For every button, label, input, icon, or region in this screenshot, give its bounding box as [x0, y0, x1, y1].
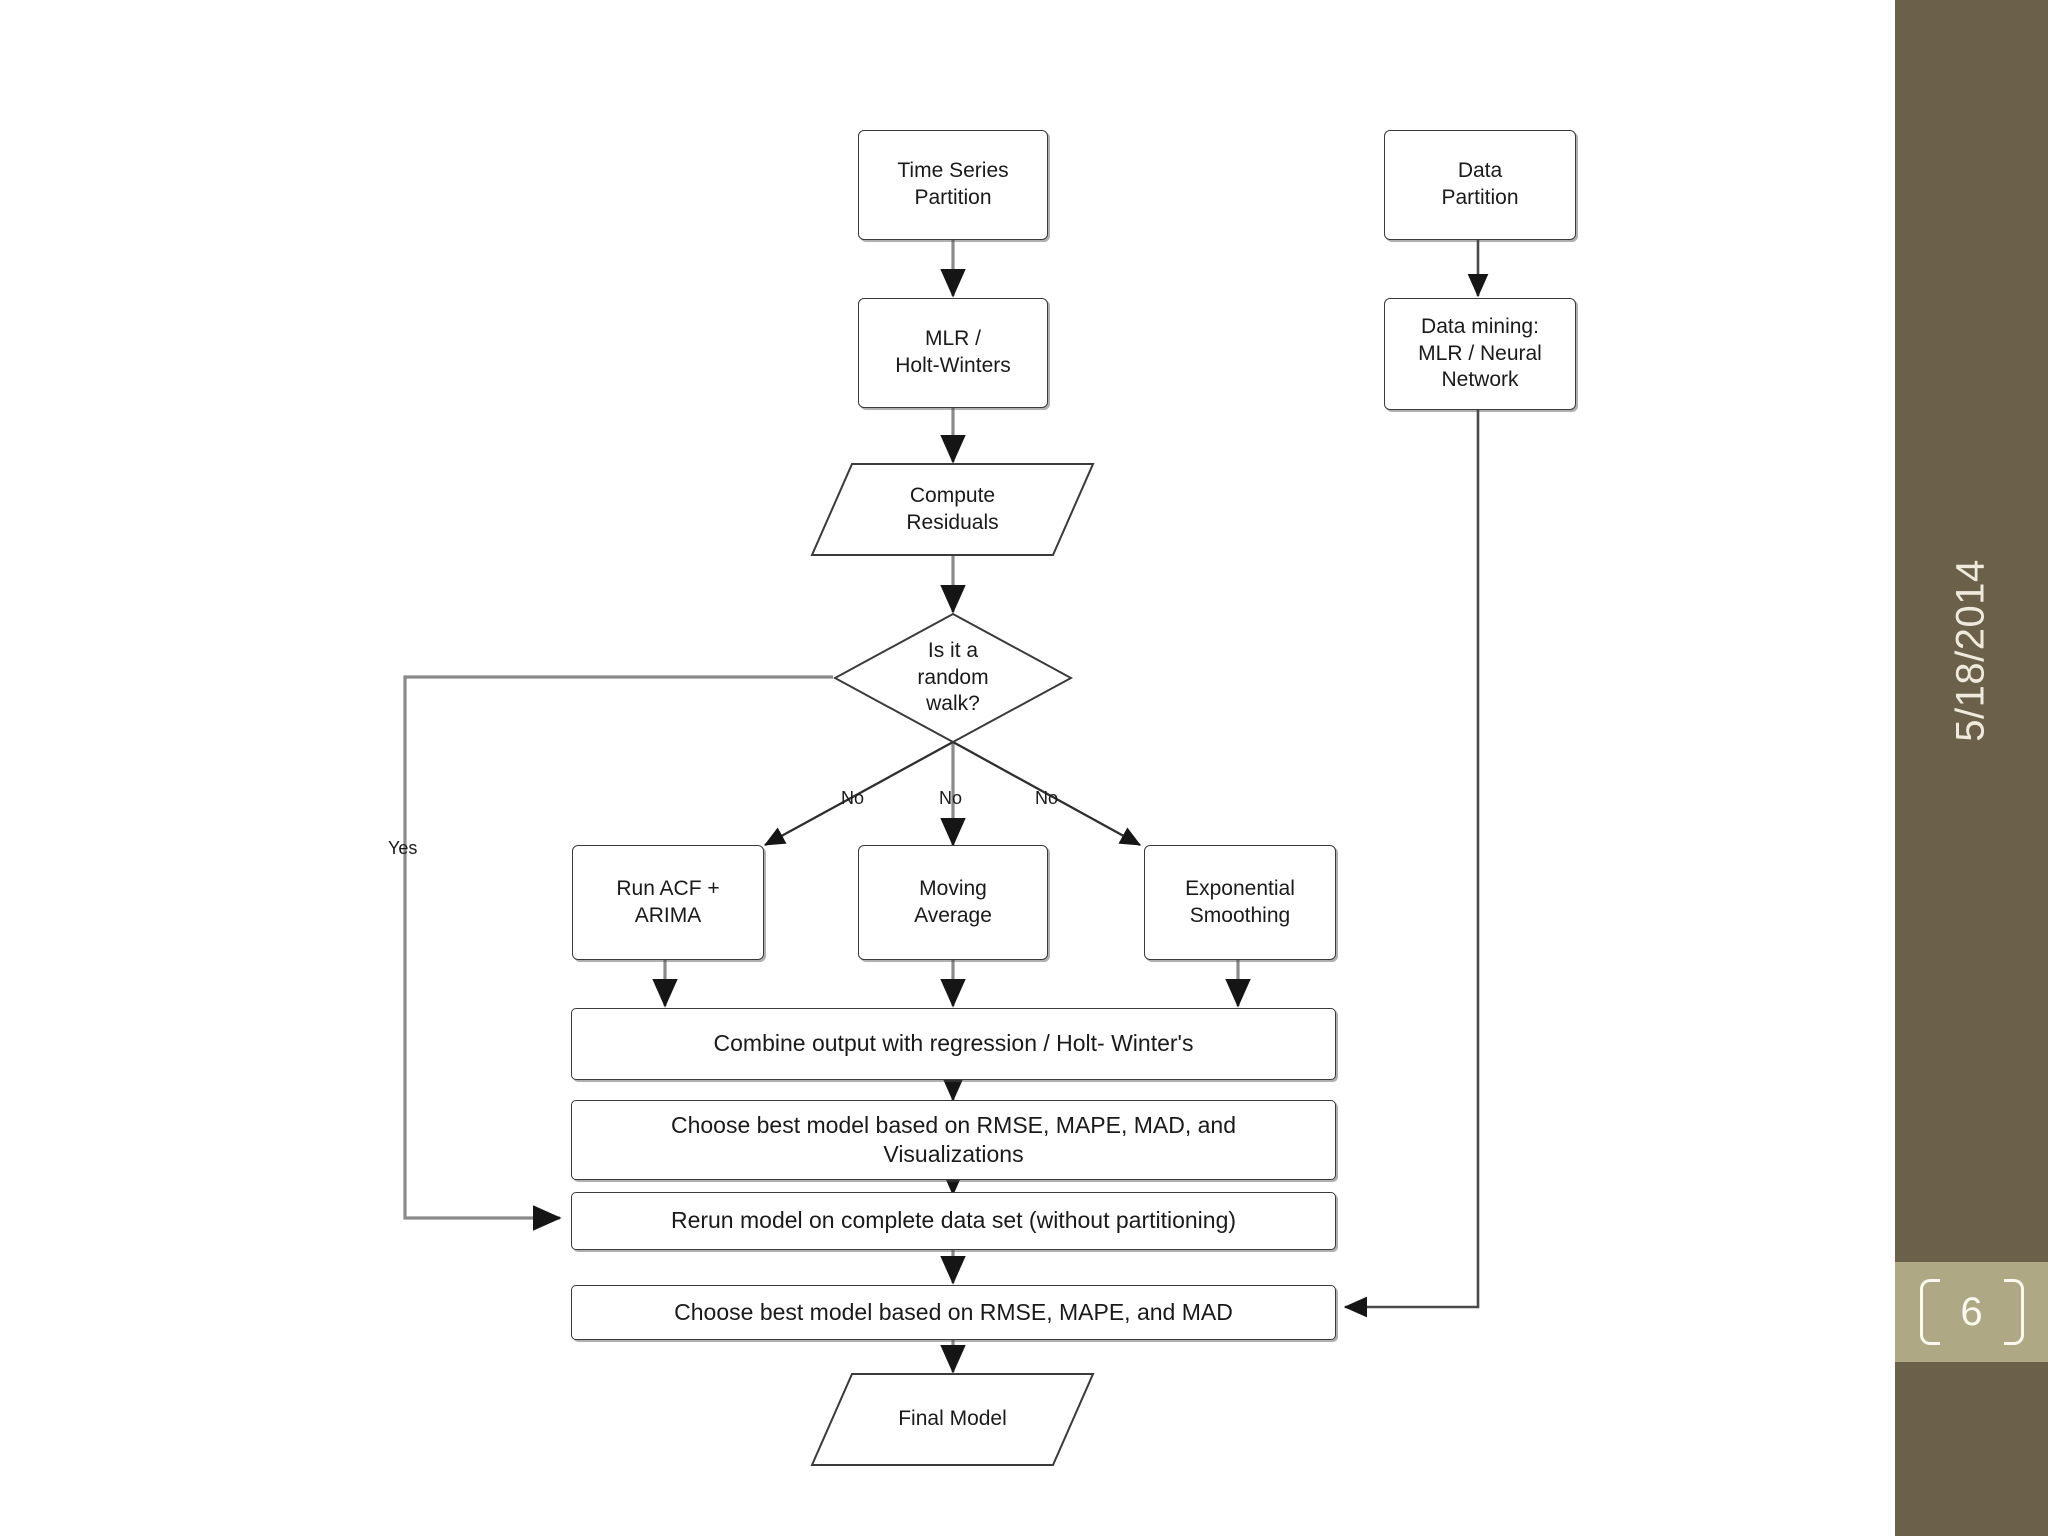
edge-label-yes: Yes — [388, 838, 418, 858]
node-compute-residuals[interactable]: Compute Residuals — [810, 462, 1095, 557]
node-label-line1: Data mining: — [1421, 314, 1539, 338]
slide-page-number-band: 6 — [1895, 1262, 2048, 1362]
diamond-shape — [833, 612, 1073, 744]
node-choose-best-model-visualizations[interactable]: Choose best model based on RMSE, MAPE, M… — [571, 1100, 1336, 1180]
node-label: Rerun model on complete data set (withou… — [670, 1207, 1237, 1234]
node-moving-average[interactable]: Moving Average — [858, 845, 1048, 960]
node-time-series-partition[interactable]: Time Series Partition — [858, 130, 1048, 240]
node-label-line2: Residuals — [906, 510, 999, 534]
node-label-line2: Partition — [914, 186, 992, 209]
node-label-line2: MLR / Neural — [1418, 341, 1542, 365]
node-label-line2: Visualizations — [883, 1141, 1024, 1167]
node-label-line1: Data — [1457, 159, 1503, 183]
slide-date-strip: 5/18/2014 — [1895, 0, 2048, 1300]
bracket-left-icon — [1919, 1279, 1940, 1345]
node-combine-output[interactable]: Combine output with regression / Holt- W… — [571, 1008, 1336, 1080]
parallelogram-shape — [810, 1373, 1095, 1466]
parallelogram-shape — [810, 463, 1095, 556]
node-is-it-a-random-walk[interactable]: Is it a random walk? — [833, 612, 1073, 744]
node-label-line2: Smoothing — [1189, 903, 1291, 927]
node-label-line1: Is it a — [927, 638, 979, 662]
node-label-line1: Compute — [909, 483, 996, 507]
node-label-line1: Run ACF + — [616, 876, 720, 900]
node-exponential-smoothing[interactable]: Exponential Smoothing — [1144, 845, 1336, 960]
node-label-line2: Holt-Winters — [895, 354, 1011, 377]
node-choose-best-model-rmse[interactable]: Choose best model based on RMSE, MAPE, a… — [571, 1285, 1336, 1340]
slide-sidebar: 5/18/2014 6 — [1895, 0, 2048, 1536]
node-label-line1: MLR / — [924, 327, 981, 351]
edge-label-no-center: No — [939, 788, 963, 808]
node-label-line1: Exponential — [1185, 876, 1295, 900]
node-label-line3: walk? — [926, 692, 980, 716]
node-label-line2: random — [917, 665, 989, 689]
node-label-line3: Network — [1441, 368, 1519, 392]
node-rerun-model[interactable]: Rerun model on complete data set (withou… — [571, 1192, 1336, 1250]
page-number-brackets: 6 — [1919, 1275, 2024, 1349]
node-data-mining[interactable]: Data mining: MLR / Neural Network — [1384, 298, 1576, 410]
node-final-model[interactable]: Final Model — [810, 1372, 1095, 1467]
node-label: Final Model — [898, 1407, 1007, 1431]
edge-label-no-left: No — [841, 788, 865, 808]
flowchart: Time Series Partition MLR / Holt-Winters… — [388, 130, 1576, 1467]
node-label: Choose best model based on RMSE, MAPE, a… — [674, 1298, 1233, 1325]
slide-date: 5/18/2014 — [1949, 558, 1994, 742]
node-label-line2: Partition — [1441, 186, 1519, 209]
node-label-line1: Time Series — [897, 159, 1009, 183]
slide-page-number: 6 — [1960, 1290, 1983, 1334]
bracket-right-icon — [2003, 1279, 2024, 1345]
node-mlr-holt-winters[interactable]: MLR / Holt-Winters — [858, 298, 1048, 408]
node-label: Combine output with regression / Holt- W… — [713, 1030, 1194, 1057]
node-label-line2: Average — [914, 903, 992, 927]
node-run-acf-arima[interactable]: Run ACF + ARIMA — [572, 845, 764, 960]
edge-label-no-right: No — [1035, 788, 1059, 808]
node-label-line1: Choose best model based on RMSE, MAPE, M… — [670, 1111, 1237, 1138]
node-label-line1: Moving — [919, 876, 987, 900]
node-label-line2: ARIMA — [634, 903, 702, 927]
node-data-partition[interactable]: Data Partition — [1384, 130, 1576, 240]
flowchart-connectors — [403, 240, 1489, 1374]
